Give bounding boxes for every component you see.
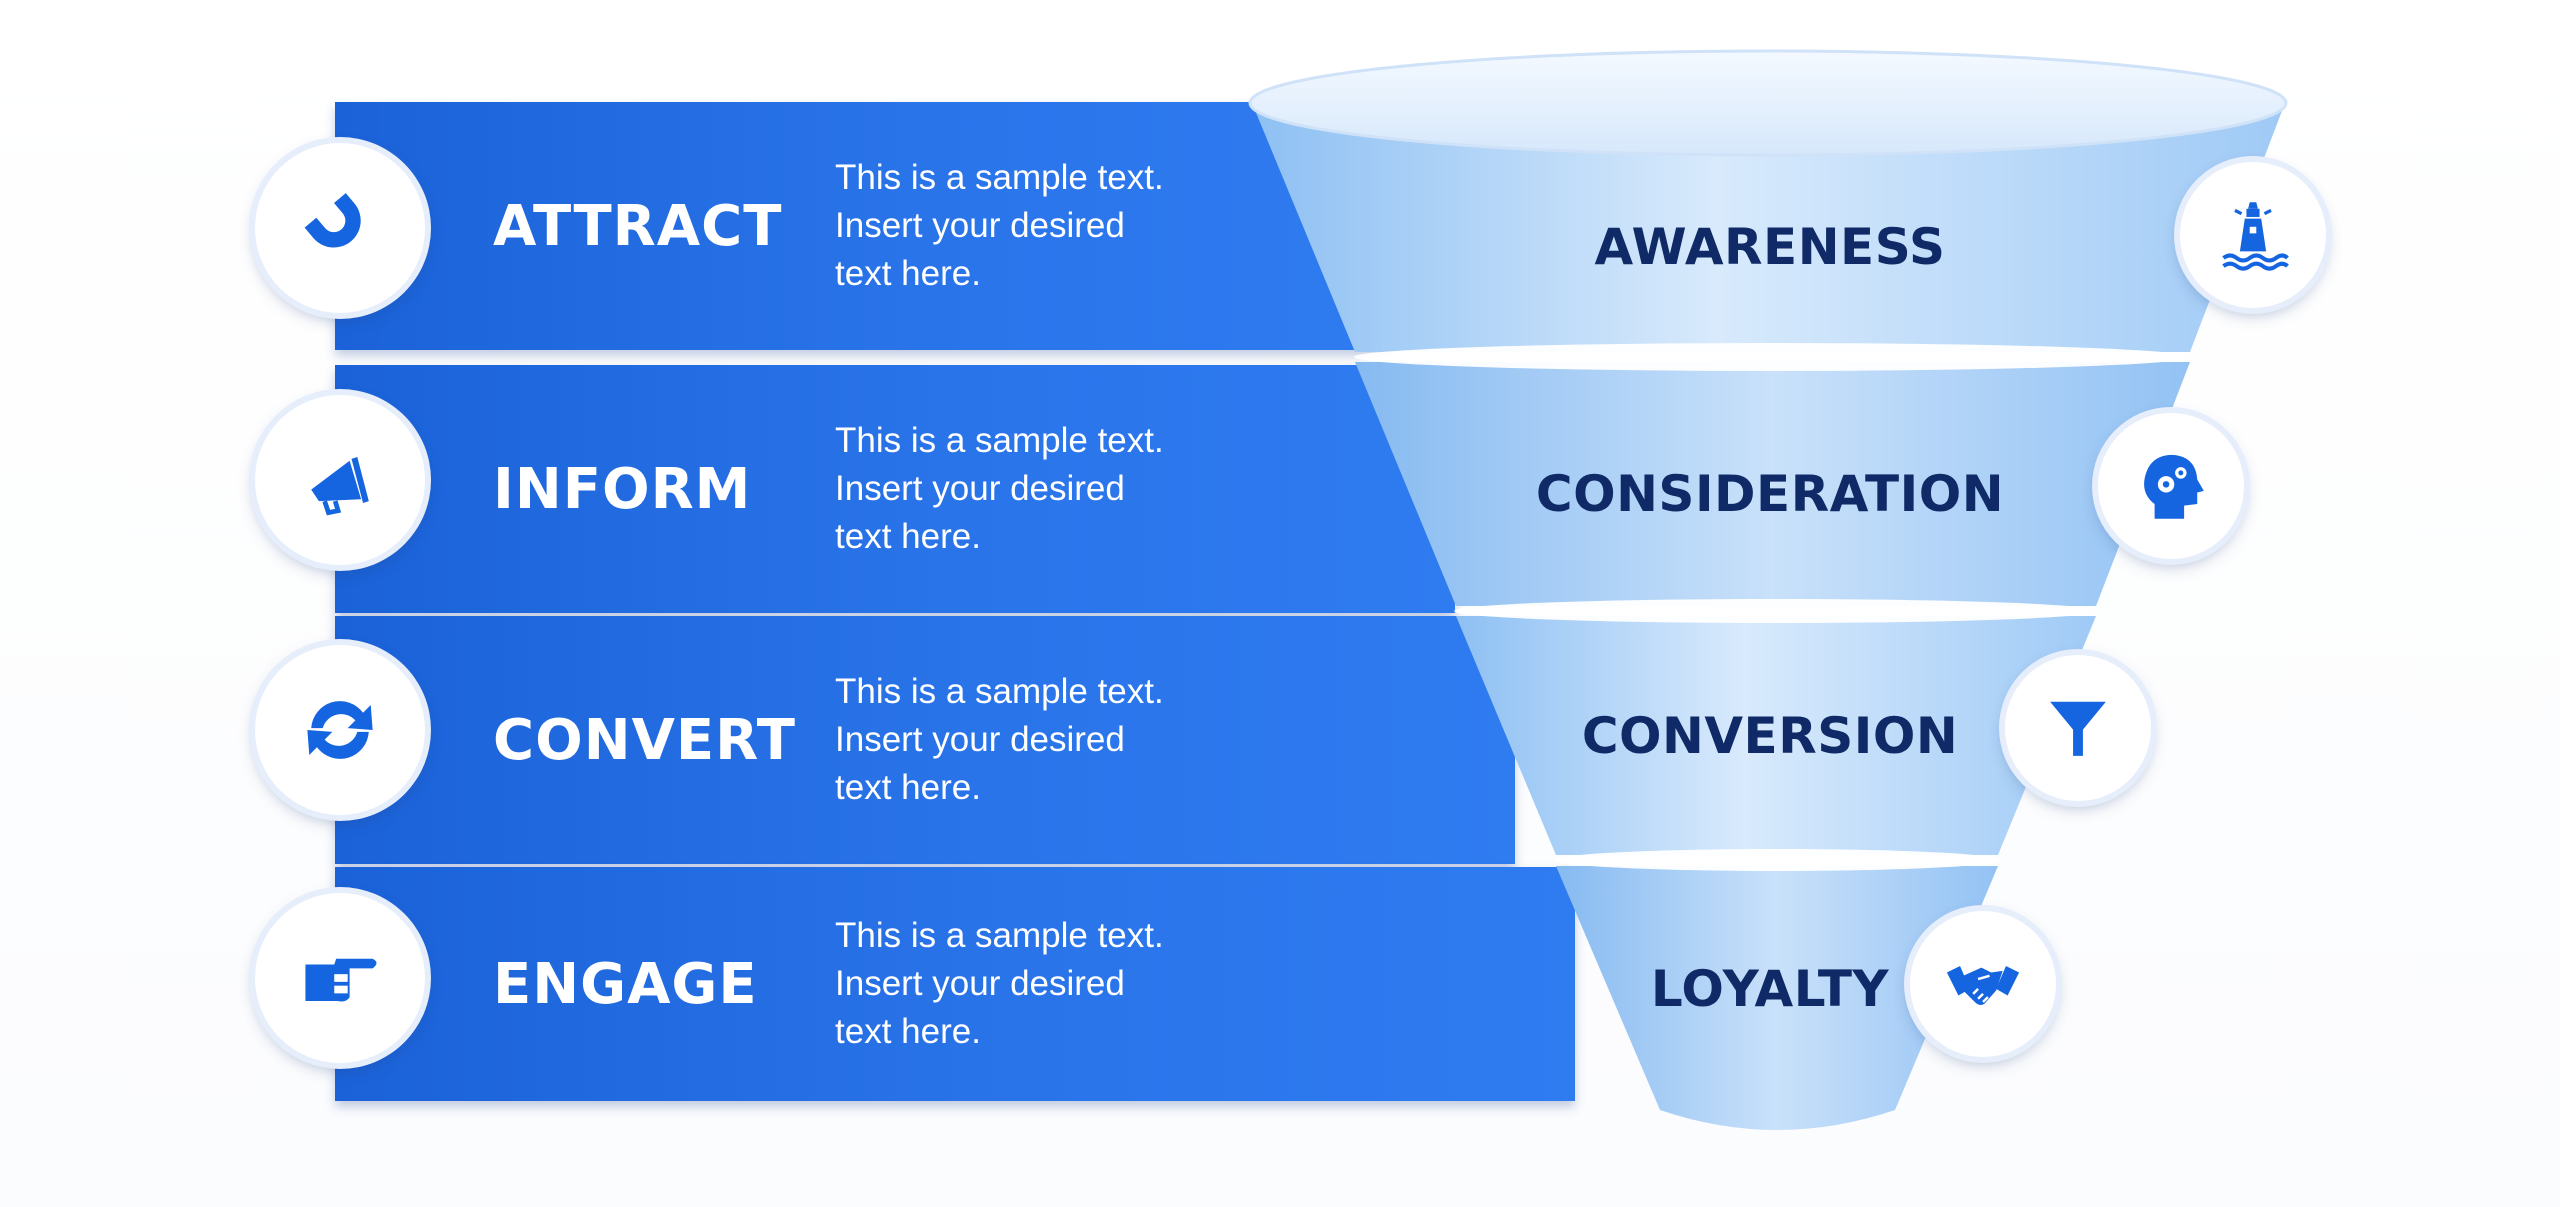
lighthouse-icon bbox=[2180, 162, 2326, 308]
pointing-hand-icon bbox=[255, 893, 425, 1063]
stage-label-awareness: AWARENESS bbox=[1594, 218, 1946, 276]
funnel-stage-awareness bbox=[1252, 103, 2285, 352]
funnel-stage-conversion bbox=[1456, 616, 2096, 855]
refresh-icon bbox=[255, 645, 425, 815]
band-title: INFORM bbox=[493, 456, 752, 522]
handshake-icon bbox=[1910, 911, 2056, 1057]
stage-label-loyalty: LOYALTY bbox=[1650, 960, 1890, 1018]
band-description: This is a sample text. Insert your desir… bbox=[835, 672, 1164, 807]
band-description: This is a sample text. Insert your desir… bbox=[835, 421, 1164, 556]
band-engage: ENGAGE This is a sample text. Insert you… bbox=[335, 867, 1575, 1101]
band-description: This is a sample text. Insert your desir… bbox=[835, 158, 1164, 293]
band-title: ENGAGE bbox=[493, 951, 758, 1017]
stage-label-consideration: CONSIDERATION bbox=[1535, 465, 2005, 523]
funnel-rim bbox=[1248, 49, 2288, 157]
funnel-icon bbox=[2005, 655, 2151, 801]
funnel-stage-loyalty bbox=[1556, 866, 1998, 1130]
band-title: ATTRACT bbox=[493, 193, 783, 259]
band-attract: ATTRACT This is a sample text. Insert yo… bbox=[335, 102, 1395, 350]
band-inform: INFORM This is a sample text. Insert you… bbox=[335, 365, 1455, 613]
band-title: CONVERT bbox=[493, 707, 796, 773]
megaphone-icon bbox=[255, 395, 425, 565]
funnel-stage-consideration bbox=[1355, 362, 2190, 606]
magnet-icon bbox=[255, 143, 425, 313]
stage-label-conversion: CONVERSION bbox=[1581, 707, 1959, 765]
head-gears-icon bbox=[2098, 413, 2244, 559]
band-convert: CONVERT This is a sample text. Insert yo… bbox=[335, 616, 1515, 864]
band-description: This is a sample text. Insert your desir… bbox=[835, 916, 1164, 1051]
